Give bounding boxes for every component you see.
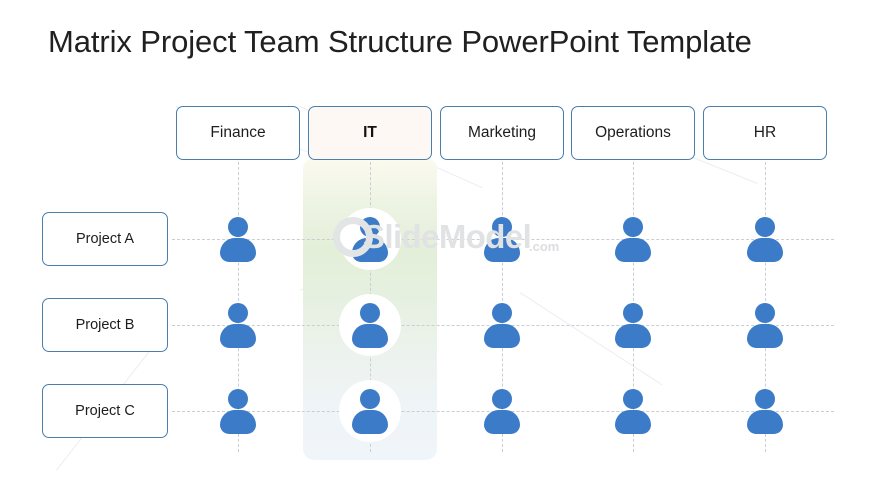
person-head-icon: [228, 389, 248, 409]
person-icon: [471, 380, 533, 442]
row-label-text: Project A: [75, 231, 135, 247]
person-head-icon: [228, 217, 248, 237]
column-header-label: IT: [363, 124, 377, 141]
matrix-cell-project-b-it[interactable]: [339, 294, 401, 356]
column-header-it[interactable]: IT: [308, 106, 432, 160]
person-body-icon: [220, 324, 256, 348]
person-icon: [207, 294, 269, 356]
person-body-icon: [352, 410, 388, 434]
person-body-icon: [484, 324, 520, 348]
column-header-marketing[interactable]: Marketing: [440, 106, 564, 160]
person-icon: [734, 294, 796, 356]
person-body-icon: [615, 238, 651, 262]
matrix-cell-project-a-marketing[interactable]: [471, 208, 533, 270]
person-body-icon: [615, 324, 651, 348]
matrix-cell-project-b-finance[interactable]: [207, 294, 269, 356]
matrix-cell-project-c-finance[interactable]: [207, 380, 269, 442]
column-header-label: Marketing: [467, 124, 537, 141]
matrix-cell-project-a-hr[interactable]: [734, 208, 796, 270]
person-head-icon: [623, 389, 643, 409]
person-body-icon: [747, 410, 783, 434]
column-header-operations[interactable]: Operations: [571, 106, 695, 160]
column-header-finance[interactable]: Finance: [176, 106, 300, 160]
person-head-icon: [492, 303, 512, 323]
person-body-icon: [484, 410, 520, 434]
column-header-hr[interactable]: HR: [703, 106, 827, 160]
watermark-suffix: .com: [529, 239, 560, 254]
person-icon: [602, 380, 664, 442]
person-head-icon: [360, 303, 380, 323]
person-head-icon: [755, 217, 775, 237]
person-body-icon: [220, 238, 256, 262]
person-head-icon: [228, 303, 248, 323]
matrix-cell-project-c-it[interactable]: [339, 380, 401, 442]
matrix-cell-project-c-operations[interactable]: [602, 380, 664, 442]
person-body-icon: [352, 238, 388, 262]
person-icon: [207, 380, 269, 442]
person-head-icon: [623, 303, 643, 323]
row-label-text: Project B: [75, 317, 135, 333]
row-label-project-c[interactable]: Project C: [42, 384, 168, 438]
person-icon: [602, 294, 664, 356]
column-header-label: Finance: [210, 124, 266, 141]
person-body-icon: [220, 410, 256, 434]
row-label-project-b[interactable]: Project B: [42, 298, 168, 352]
person-head-icon: [360, 217, 380, 237]
matrix-cell-project-c-marketing[interactable]: [471, 380, 533, 442]
person-head-icon: [755, 389, 775, 409]
person-icon: [602, 208, 664, 270]
person-head-icon: [360, 389, 380, 409]
row-label-text: Project C: [75, 403, 135, 419]
matrix-cell-project-c-hr[interactable]: [734, 380, 796, 442]
person-icon: [734, 380, 796, 442]
person-body-icon: [615, 410, 651, 434]
person-icon: [471, 294, 533, 356]
person-head-icon: [492, 217, 512, 237]
person-icon: [471, 208, 533, 270]
column-header-label: Operations: [595, 124, 671, 141]
person-body-icon: [747, 238, 783, 262]
matrix-cell-project-a-finance[interactable]: [207, 208, 269, 270]
row-label-project-a[interactable]: Project A: [42, 212, 168, 266]
person-head-icon: [492, 389, 512, 409]
slide-title: Matrix Project Team Structure PowerPoint…: [48, 24, 752, 59]
matrix-cell-project-a-operations[interactable]: [602, 208, 664, 270]
column-header-label: HR: [753, 124, 777, 141]
person-body-icon: [747, 324, 783, 348]
person-icon: [339, 380, 401, 442]
person-body-icon: [352, 324, 388, 348]
person-body-icon: [484, 238, 520, 262]
person-icon: [339, 294, 401, 356]
person-icon: [339, 208, 401, 270]
person-icon: [734, 208, 796, 270]
person-head-icon: [755, 303, 775, 323]
matrix-cell-project-b-operations[interactable]: [602, 294, 664, 356]
matrix-cell-project-b-hr[interactable]: [734, 294, 796, 356]
matrix-cell-project-a-it[interactable]: [339, 208, 401, 270]
matrix-cell-project-b-marketing[interactable]: [471, 294, 533, 356]
person-icon: [207, 208, 269, 270]
person-head-icon: [623, 217, 643, 237]
